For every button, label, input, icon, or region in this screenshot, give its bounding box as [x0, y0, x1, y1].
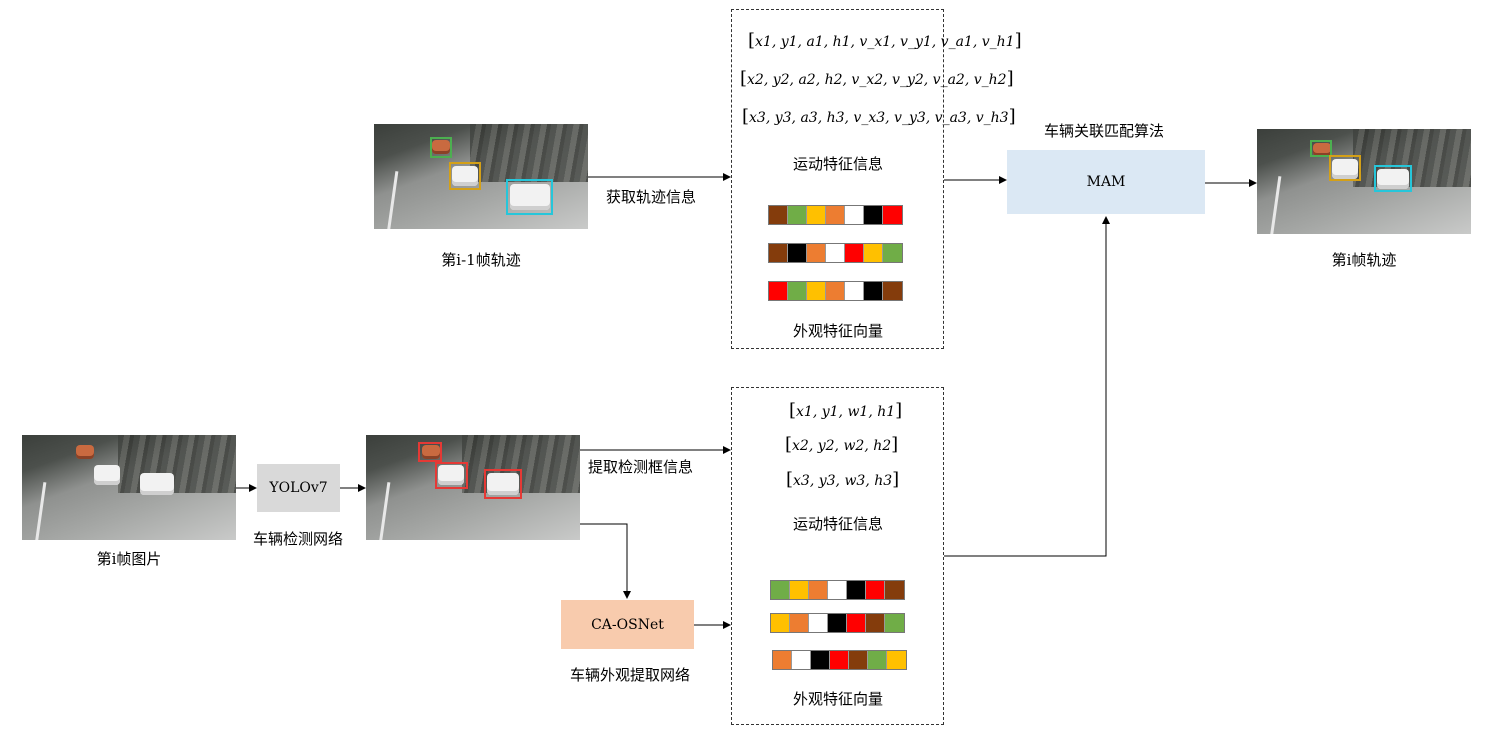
feature-cell [790, 581, 809, 599]
bbox-red [418, 442, 442, 462]
bbox-yellow [449, 162, 481, 190]
feature-cell [769, 282, 788, 300]
feature-cell [864, 282, 883, 300]
bbox-green [1310, 140, 1332, 157]
matching-title: 车辆关联匹配算法 [1043, 122, 1165, 140]
feature-cell [807, 282, 826, 300]
prev-frame-image [374, 124, 588, 229]
feature-cell [845, 282, 864, 300]
input-frame-caption: 第i帧图片 [96, 550, 162, 568]
output-frame-caption: 第i帧轨迹 [1331, 251, 1397, 269]
reid-caption: 车辆外观提取网络 [569, 666, 691, 684]
track-motion-formula-1: [x1, y1, a1, h1, v_x1, v_y1, v_a1, v_h1] [748, 30, 1022, 51]
det-appearance-vector-3 [772, 650, 907, 670]
feature-cell [885, 581, 904, 599]
arrow-detected-to-reid [580, 523, 631, 599]
feature-cell [883, 282, 902, 300]
yolo-label: YOLOv7 [269, 480, 328, 496]
track-motion-caption: 运动特征信息 [792, 155, 884, 173]
bbox-red [435, 462, 468, 489]
feature-cell [826, 206, 845, 224]
feature-cell [773, 651, 792, 669]
track-appearance-vector-2 [768, 243, 903, 263]
feature-cell [868, 651, 887, 669]
yolo-block: YOLOv7 [257, 464, 340, 512]
feature-cell [790, 614, 809, 632]
feature-cell [807, 244, 826, 262]
feature-cell [866, 581, 885, 599]
bbox-green [430, 137, 452, 158]
feature-cell [828, 581, 847, 599]
feature-cell [809, 581, 828, 599]
track-appearance-vector-3 [768, 281, 903, 301]
feature-cell [811, 651, 830, 669]
feature-cell [769, 244, 788, 262]
det-appearance-vector-1 [770, 580, 905, 600]
feature-cell [887, 651, 906, 669]
det-motion-formula-3: [x3, y3, w3, h3] [786, 469, 900, 490]
feature-cell [771, 614, 790, 632]
extract-bbox-label: 提取检测框信息 [588, 458, 694, 476]
detection-feature-box [731, 387, 944, 725]
mam-label: MAM [1086, 174, 1126, 190]
feature-cell [769, 206, 788, 224]
det-appearance-vector-2 [770, 613, 905, 633]
feature-cell [826, 282, 845, 300]
track-motion-formula-2: [x2, y2, a2, h2, v_x2, v_y2, v_a2, v_h2] [740, 68, 1014, 89]
bbox-cyan [506, 179, 553, 215]
feature-cell [845, 206, 864, 224]
det-motion-caption: 运动特征信息 [792, 515, 884, 533]
arrow-bottom-to-mam [944, 216, 1110, 557]
prev-frame-caption: 第i-1帧轨迹 [441, 251, 521, 269]
track-appearance-vector-1 [768, 205, 903, 225]
ca-osnet-block: CA-OSNet [561, 600, 694, 649]
feature-cell [864, 206, 883, 224]
feature-cell [883, 244, 902, 262]
feature-cell [864, 244, 883, 262]
bbox-yellow [1329, 155, 1361, 181]
feature-cell [849, 651, 868, 669]
feature-cell [847, 581, 866, 599]
get-trajectory-label: 获取轨迹信息 [606, 188, 697, 206]
track-appearance-caption: 外观特征向量 [792, 322, 884, 340]
feature-cell [883, 206, 902, 224]
feature-cell [847, 614, 866, 632]
feature-cell [826, 244, 845, 262]
feature-cell [771, 581, 790, 599]
detector-caption: 车辆检测网络 [252, 530, 344, 548]
det-motion-formula-2: [x2, y2, w2, h2] [785, 434, 899, 455]
mam-block: MAM [1007, 150, 1205, 214]
bbox-cyan [1374, 165, 1412, 192]
feature-cell [866, 614, 885, 632]
feature-cell [830, 651, 849, 669]
track-motion-formula-3: [x3, y3, a3, h3, v_x3, v_y3, v_a3, v_h3] [742, 106, 1016, 127]
feature-cell [828, 614, 847, 632]
ca-osnet-label: CA-OSNet [591, 616, 664, 633]
feature-cell [807, 206, 826, 224]
feature-cell [845, 244, 864, 262]
feature-cell [788, 244, 807, 262]
det-motion-formula-1: [x1, y1, w1, h1] [789, 400, 903, 421]
feature-cell [809, 614, 828, 632]
input-frame-image [22, 435, 236, 540]
track-feature-box [731, 9, 944, 349]
output-frame-image [1257, 129, 1471, 234]
feature-cell [792, 651, 811, 669]
feature-cell [788, 282, 807, 300]
feature-cell [885, 614, 904, 632]
detected-frame-image [366, 435, 580, 540]
bbox-red [484, 469, 522, 499]
det-appearance-caption: 外观特征向量 [792, 690, 884, 708]
feature-cell [788, 206, 807, 224]
